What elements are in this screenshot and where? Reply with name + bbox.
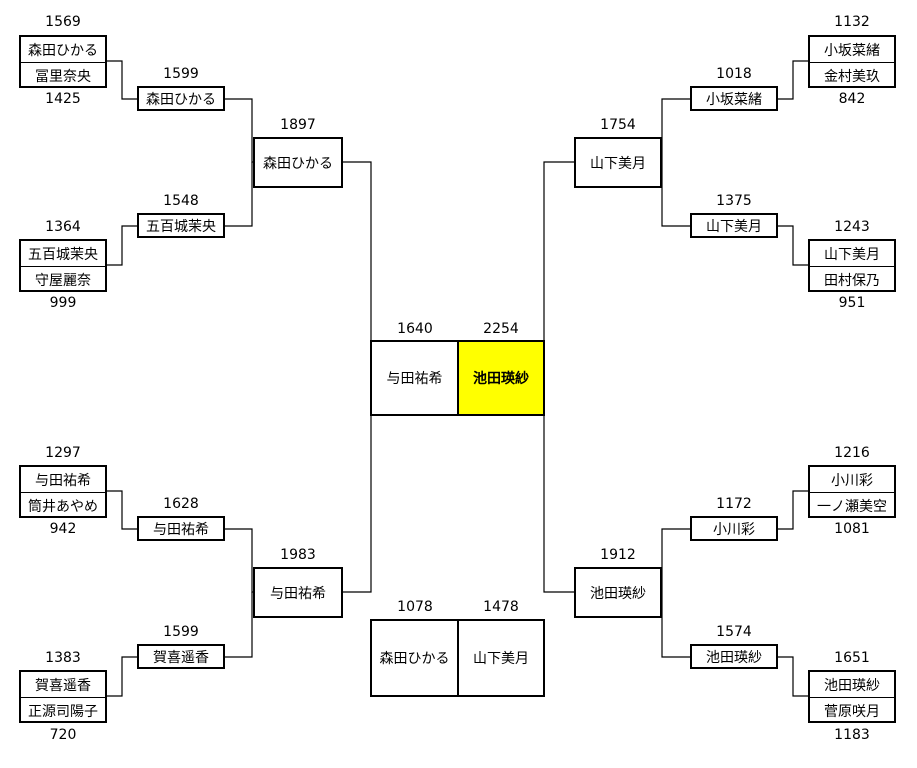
player-name: 池田瑛紗 <box>824 677 880 694</box>
score-label: 1297 <box>45 445 81 461</box>
connector-line <box>661 162 690 227</box>
score-label: 1183 <box>834 727 870 743</box>
first-round-match: 与田祐希 筒井あやめ <box>19 465 107 518</box>
third-place-player-right: 山下美月 <box>459 619 545 697</box>
second-round-winner: 池田瑛紗 <box>690 644 778 669</box>
player-name: 正源司陽子 <box>21 697 105 723</box>
second-round-winner: 森田ひかる <box>137 86 225 111</box>
score-label: 1375 <box>716 193 752 209</box>
score-label: 1081 <box>834 521 870 537</box>
second-round-winner: 賀喜遥香 <box>137 644 225 669</box>
connector-line <box>343 161 372 340</box>
connector-line <box>778 656 808 697</box>
connector-line <box>778 60 808 100</box>
connector-line <box>778 490 808 530</box>
player-name: 筒井あやめ <box>21 492 105 518</box>
player-name: 菅原咲月 <box>810 697 894 723</box>
third-place-player-left: 森田ひかる <box>370 619 459 697</box>
score-label: 1754 <box>600 117 636 133</box>
score-label: 1172 <box>716 496 752 512</box>
connector-line <box>107 60 137 100</box>
score-label: 1651 <box>834 650 870 666</box>
score-label: 1364 <box>45 219 81 235</box>
second-round-winner: 小川彩 <box>690 516 778 541</box>
connector-line <box>107 656 137 697</box>
score-label: 1983 <box>280 547 316 563</box>
connector-line <box>778 225 808 266</box>
score-label: 1912 <box>600 547 636 563</box>
player-name: 小坂菜緒 <box>824 42 880 59</box>
player-name: 山下美月 <box>824 246 880 263</box>
player-name: 小川彩 <box>831 472 873 489</box>
second-round-winner: 山下美月 <box>690 213 778 238</box>
second-round-winner: 五百城茉央 <box>137 213 225 238</box>
first-round-match: 五百城茉央 守屋麗奈 <box>19 239 107 292</box>
score-label: 1243 <box>834 219 870 235</box>
connector-line <box>107 225 137 266</box>
player-name: 守屋麗奈 <box>21 266 105 292</box>
third-place-score-right: 1478 <box>483 599 519 615</box>
score-label: 1897 <box>280 117 316 133</box>
connector-line <box>225 528 253 593</box>
score-label: 1574 <box>716 624 752 640</box>
connector-line <box>661 98 690 162</box>
connector-line <box>225 98 253 163</box>
champion-player: 池田瑛紗 <box>459 340 545 416</box>
connector-line <box>225 162 253 227</box>
semifinal-winner: 池田瑛紗 <box>574 567 662 618</box>
first-round-match: 山下美月 田村保乃 <box>808 239 896 292</box>
score-label: 1425 <box>45 91 81 107</box>
connector-line <box>543 416 574 593</box>
connector-line <box>543 161 574 340</box>
player-name: 賀喜遥香 <box>35 677 91 694</box>
score-label: 1569 <box>45 14 81 30</box>
final-player-left: 与田祐希 <box>370 340 459 416</box>
score-label: 1628 <box>163 496 199 512</box>
connector-line <box>225 592 253 658</box>
first-round-match: 池田瑛紗 菅原咲月 <box>808 670 896 723</box>
first-round-match: 森田ひかる 冨里奈央 <box>19 35 107 88</box>
score-label: 842 <box>838 91 866 107</box>
score-label: 1548 <box>163 193 199 209</box>
score-label: 999 <box>49 295 77 311</box>
second-round-winner: 与田祐希 <box>137 516 225 541</box>
third-place-score-left: 1078 <box>397 599 433 615</box>
player-name: 冨里奈央 <box>21 62 105 88</box>
score-label: 951 <box>838 295 866 311</box>
score-label: 1383 <box>45 650 81 666</box>
player-name: 五百城茉央 <box>28 246 98 263</box>
score-label: 1599 <box>163 624 199 640</box>
connector-line <box>661 592 690 658</box>
player-name: 森田ひかる <box>28 42 98 59</box>
semifinal-winner: 山下美月 <box>574 137 662 188</box>
second-round-winner: 小坂菜緒 <box>690 86 778 111</box>
player-name: 一ノ瀬美空 <box>810 492 894 518</box>
final-score-left: 1640 <box>397 321 433 337</box>
first-round-match: 賀喜遥香 正源司陽子 <box>19 670 107 723</box>
score-label: 1599 <box>163 66 199 82</box>
score-label: 1132 <box>834 14 870 30</box>
player-name: 田村保乃 <box>810 266 894 292</box>
first-round-match: 小坂菜緒 金村美玖 <box>808 35 896 88</box>
first-round-match: 小川彩 一ノ瀬美空 <box>808 465 896 518</box>
semifinal-winner: 与田祐希 <box>253 567 343 618</box>
connector-line <box>661 528 690 592</box>
player-name: 金村美玖 <box>810 62 894 88</box>
score-label: 942 <box>49 521 77 537</box>
final-score-right: 2254 <box>483 321 519 337</box>
score-label: 1018 <box>716 66 752 82</box>
connector-line <box>107 490 137 530</box>
score-label: 720 <box>49 727 77 743</box>
player-name: 与田祐希 <box>35 472 91 489</box>
semifinal-winner: 森田ひかる <box>253 137 343 188</box>
score-label: 1216 <box>834 445 870 461</box>
connector-line <box>343 416 372 593</box>
